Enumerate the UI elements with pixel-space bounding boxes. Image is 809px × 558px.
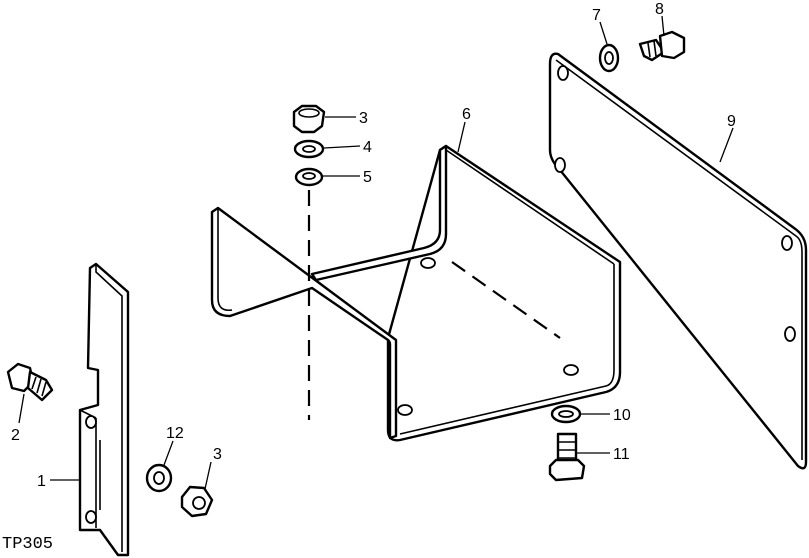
callout-1: 1 — [37, 473, 46, 490]
callout-3-lower: 3 — [213, 446, 222, 463]
callout-5: 5 — [363, 169, 372, 186]
u-channel-bracket-part-6 — [210, 144, 622, 442]
callout-11: 11 — [613, 446, 630, 463]
nut-part-3-lower — [180, 485, 214, 518]
nut-part-3-upper — [292, 104, 326, 134]
lock-washer-part-5 — [294, 167, 324, 187]
leader-7 — [599, 21, 608, 45]
callout-7: 7 — [592, 7, 601, 24]
callout-2: 2 — [11, 427, 20, 444]
washer-part-7 — [598, 43, 620, 73]
lock-washer-part-12 — [145, 463, 173, 493]
leader-12 — [163, 440, 174, 466]
callout-4: 4 — [363, 139, 372, 156]
callout-3-upper: 3 — [359, 110, 368, 127]
leader-6 — [457, 121, 466, 153]
leader-8 — [661, 15, 665, 37]
callout-8: 8 — [655, 1, 664, 18]
washer-part-10 — [550, 404, 582, 424]
flat-plate-part-9 — [548, 52, 808, 470]
bolt-part-2 — [6, 362, 54, 402]
bracket-plate-part-1 — [78, 262, 130, 557]
callout-9: 9 — [727, 113, 736, 130]
leader-2 — [18, 393, 25, 424]
leader-9 — [719, 127, 734, 163]
bolt-part-8 — [638, 30, 686, 62]
callout-10: 10 — [613, 407, 631, 424]
washer-part-4 — [293, 139, 325, 159]
callout-6: 6 — [462, 106, 471, 123]
leader-3-lower — [204, 461, 212, 490]
callout-12: 12 — [166, 425, 184, 442]
leader-4 — [323, 145, 361, 149]
figure-reference: TP305 — [2, 535, 53, 554]
bolt-part-11 — [548, 432, 586, 482]
